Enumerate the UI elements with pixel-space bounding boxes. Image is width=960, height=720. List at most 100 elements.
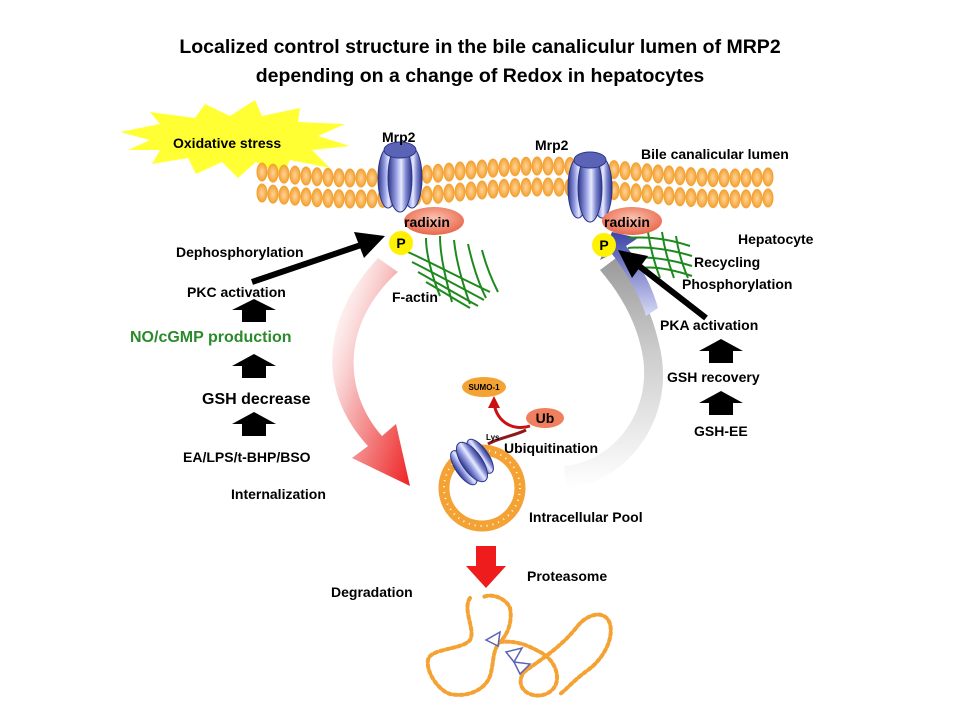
lipid-blob: [366, 189, 378, 209]
intracellular-pool-label: Intracellular Pool: [529, 509, 643, 525]
lipid-blob: [454, 161, 466, 181]
lipid-blob: [542, 156, 554, 176]
lipid-blob: [531, 156, 543, 176]
gsh-ee-label: GSH-EE: [694, 423, 748, 439]
phosphorylation-arrow: [618, 250, 708, 321]
radixin-shape-right: [602, 207, 662, 235]
f-actin-label: F-actin: [392, 289, 438, 305]
lipid-blob: [311, 188, 323, 208]
lipid-blob: [729, 168, 741, 188]
lipid-blob: [553, 156, 565, 176]
lipid-blob: [696, 167, 708, 187]
lipid-blob: [751, 168, 763, 188]
lipid-blob: [520, 177, 532, 197]
phosphate-circle-right: [592, 233, 616, 257]
lipid-blob: [630, 162, 642, 182]
internalization-label: Internalization: [231, 486, 326, 502]
lipid-blob: [520, 156, 532, 176]
mrp2-transporter-left: [377, 141, 423, 213]
lipid-blob: [256, 162, 268, 182]
sumo-shape: [462, 377, 506, 397]
ub-link: [487, 428, 527, 446]
vesicle-lipid-texture: [443, 449, 521, 527]
mrp2-label-right: Mrp2: [535, 137, 569, 153]
recycling-label: Recycling: [694, 254, 760, 270]
lipid-blob: [311, 167, 323, 187]
mrp2-transporter-right: [567, 151, 613, 223]
lipid-blob: [289, 186, 301, 206]
gsh-decrease-label: GSH decrease: [202, 391, 311, 408]
up-arrow-gsh-decrease: [232, 412, 276, 436]
lipid-blob: [696, 188, 708, 208]
recycling-arrow-blue: [600, 232, 658, 316]
internalization-arrow: [332, 258, 410, 486]
no-cgmp-label: NO/cGMP production: [130, 329, 291, 346]
phosphate-label-left: P: [396, 235, 405, 251]
gsh-recovery-label: GSH recovery: [667, 369, 760, 385]
up-arrow-pkc: [232, 299, 276, 322]
membrane-bilayer: [256, 156, 774, 209]
lipid-blob: [465, 181, 477, 201]
lipid-blob: [652, 164, 664, 184]
lipid-blob: [267, 184, 279, 204]
degraded-peptide-chain: [425, 593, 613, 698]
lipid-blob: [751, 189, 763, 209]
lipid-blob: [685, 167, 697, 187]
lipid-blob: [278, 185, 290, 205]
sumo-arrowhead: [488, 396, 500, 408]
phosphate-circle-left: [389, 231, 413, 255]
title-line-2: depending on a change of Redox in hepato…: [256, 65, 705, 87]
lipid-blob: [707, 189, 719, 209]
radixin-label-left: radixin: [404, 214, 450, 230]
lipid-blob: [487, 179, 499, 199]
sumo-arrow: [492, 399, 531, 429]
lipid-blob: [729, 189, 741, 209]
mrp2-transporter-vesicle: [450, 438, 494, 486]
lipid-blob: [344, 189, 356, 209]
proteasome-label: Proteasome: [527, 568, 607, 584]
lipid-blob: [443, 183, 455, 203]
lipid-blob: [300, 166, 312, 186]
dephosphorylation-arrow: [251, 232, 385, 285]
lipid-blob: [498, 178, 510, 198]
lipid-blob: [652, 185, 664, 205]
lipid-blob: [487, 158, 499, 178]
lipid-blob: [498, 157, 510, 177]
lipid-blob: [674, 187, 686, 207]
lipid-blob: [355, 189, 367, 209]
lipid-blob: [509, 178, 521, 198]
lipid-blob: [718, 168, 730, 188]
lipid-blob: [421, 185, 433, 205]
pka-activation-label: PKA activation: [660, 317, 758, 333]
lipid-blob: [531, 177, 543, 197]
lipid-blob: [619, 182, 631, 202]
lys-label: Lys: [486, 433, 500, 442]
radixin-label-right: radixin: [604, 214, 650, 230]
lipid-blob: [663, 186, 675, 206]
lipid-blob: [509, 157, 521, 177]
lipid-blob: [630, 183, 642, 203]
ub-shape: [526, 408, 564, 428]
lipid-blob: [322, 188, 334, 208]
dephosphorylation-label: Dephosphorylation: [176, 244, 304, 260]
lipid-blob: [476, 180, 488, 200]
lipid-blob: [663, 165, 675, 185]
oxidative-stress-starburst: [120, 100, 350, 178]
lipid-blob: [289, 165, 301, 185]
lipid-blob: [355, 168, 367, 188]
mrp2-label-left: Mrp2: [382, 129, 416, 145]
lipid-blob: [421, 164, 433, 184]
lipid-blob: [432, 163, 444, 183]
proteasome-arrow: [466, 546, 506, 588]
lipid-blob: [454, 182, 466, 202]
lipid-blob: [641, 184, 653, 204]
lipid-blob: [718, 189, 730, 209]
lipid-blob: [685, 188, 697, 208]
lipid-blob: [443, 162, 455, 182]
up-arrow-no-cgmp: [232, 354, 276, 378]
lipid-blob: [740, 189, 752, 209]
lipid-blob: [267, 163, 279, 183]
phosphorylation-label: Phosphorylation: [682, 276, 792, 292]
